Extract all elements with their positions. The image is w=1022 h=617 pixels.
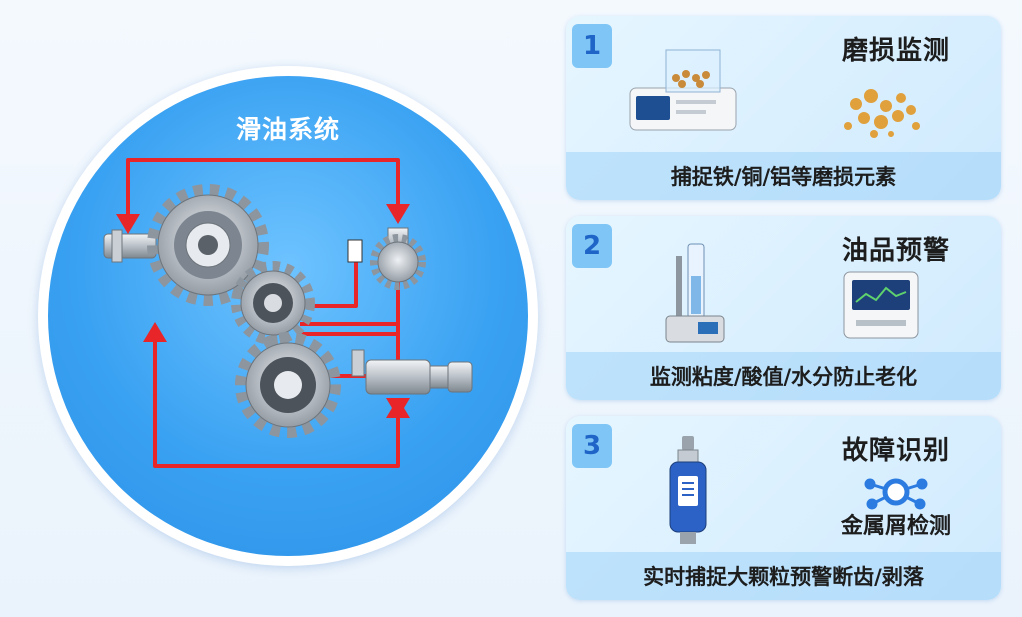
viscometer-illustration (665, 243, 919, 343)
debris-sensor-illustration (669, 436, 928, 544)
card-number: 2 (572, 224, 612, 268)
card-number: 1 (572, 24, 612, 68)
wear-monitoring-card: 1 磨损监测 捕捉铁/铜/铝等磨损元素 (566, 16, 1001, 200)
spectrometer-illustration (629, 49, 920, 138)
arrow-up-left (143, 322, 167, 342)
fault-detection-card: 3 故障识别 金属屑检测 实时捕捉大颗粒预警断齿/剥落 (566, 416, 1001, 600)
card-description: 实时捕捉大颗粒预警断齿/剥落 (566, 552, 1001, 600)
card-title: 磨损监测 (841, 36, 950, 66)
card-title: 油品预警 (841, 236, 950, 266)
card-description: 捕捉铁/铜/铝等磨损元素 (566, 152, 1001, 200)
large-gear (147, 184, 269, 306)
card-description: 监测粘度/酸值/水分防止老化 (566, 352, 1001, 400)
valve-sensor (351, 349, 473, 395)
card-number: 3 (572, 424, 612, 468)
arrow-down-right (386, 204, 410, 224)
card-subtitle: 金属屑检测 (840, 514, 951, 539)
card-title: 故障识别 (841, 436, 950, 466)
middle-gear (231, 261, 315, 345)
oil-warning-card: 2 油品预警 监测粘度/酸值/水分防止老化 (566, 216, 1001, 400)
arrow-down-center (386, 398, 410, 418)
arrow-down-left (116, 214, 140, 234)
oil-flow-arrows (116, 204, 410, 418)
top-sensor-gear (347, 227, 426, 290)
lower-gear (235, 332, 341, 438)
lubrication-system-title: 滑油系统 (235, 115, 340, 144)
